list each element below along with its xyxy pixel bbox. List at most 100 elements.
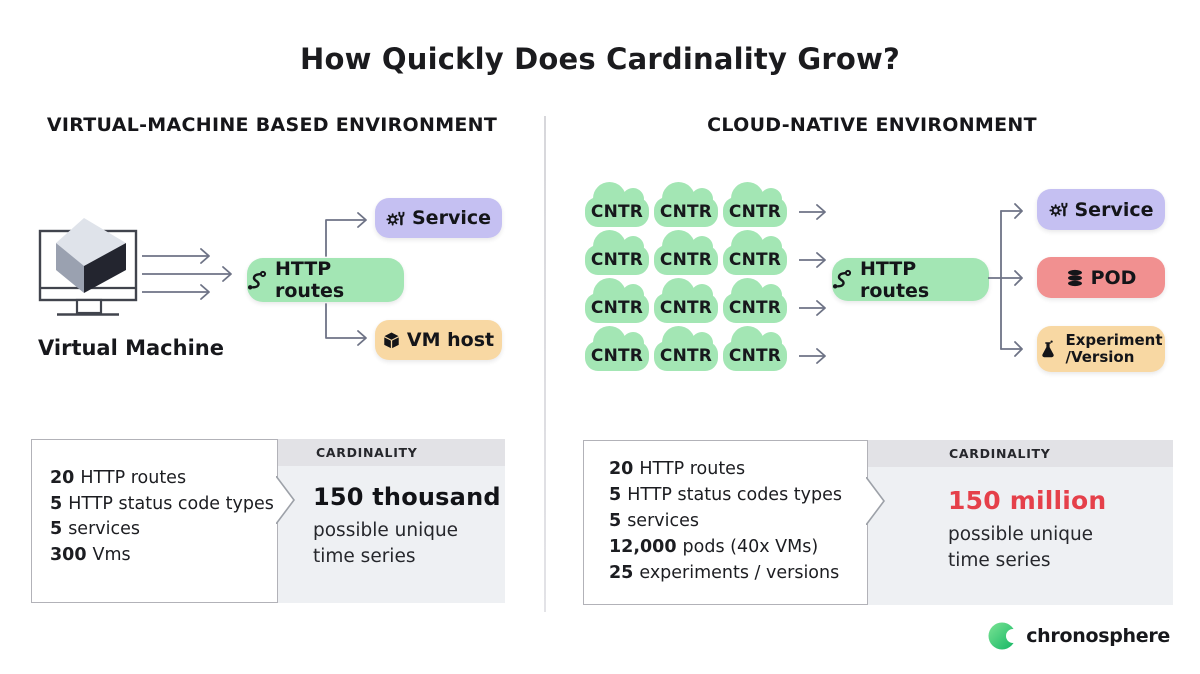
stat-text: HTTP status code types [68,493,274,514]
gear-wrench-icon [386,211,405,226]
pill-pod: POD [1037,257,1165,298]
stat-text: pods (40x VMs) [682,537,819,557]
container-label: CNTR [590,345,644,366]
cardinality-body: 150 thousand possible unique time series [278,466,505,603]
pill-label: VM host [406,329,495,351]
container-cloud: CNTR [723,325,787,371]
container-label: CNTR [590,249,644,270]
experiment-line2: /Version [1065,348,1135,366]
stat-number: 12,000 [609,537,677,557]
chronosphere-logo: chronosphere [988,621,1170,651]
pill-service-left: Service [375,198,502,238]
pill-label: Service [1074,198,1154,221]
container-cloud: CNTR [654,325,718,371]
container-cloud: CNTR [654,277,718,323]
pill-label: Service [412,207,491,229]
pill-vm-host: VM host [375,320,502,360]
arrow-right-icon [799,299,826,316]
pill-experiment-version: Experiment /Version [1037,326,1165,372]
container-cloud: CNTR [585,325,649,371]
container-cloud: CNTR [585,277,649,323]
section-header-cloud: CLOUD-NATIVE ENVIRONMENT [707,114,1037,136]
section-header-vm: VIRTUAL-MACHINE BASED ENVIRONMENT [46,114,498,136]
container-label: CNTR [659,249,713,270]
branch-connectors-left [325,212,367,346]
cardinality-header: CARDINALITY [868,440,1173,467]
flow-arrows-icon [142,248,232,300]
cardinality-value: 150 million [948,486,1107,515]
stat-text: HTTP routes [639,459,746,479]
container-cloud: CNTR [585,181,649,227]
container-label: CNTR [728,249,782,270]
pill-label: HTTP routes [275,258,345,302]
stat-number: 5 [609,511,622,531]
arrow-right-icon [799,251,826,268]
pill-http-routes-right: HTTP routes [832,257,989,302]
container-cloud: CNTR [723,181,787,227]
route-icon [247,270,267,290]
desc-line1: possible unique [313,520,459,541]
container-label: CNTR [659,201,713,222]
stat-number: 5 [50,493,63,514]
container-label: CNTR [590,297,644,318]
container-row-3: CNTR CNTR CNTR [585,277,833,323]
desc-line2: time series [313,546,416,567]
pill-service-right: Service [1037,189,1165,230]
route-icon [832,269,852,289]
desc-line2: time series [948,550,1051,571]
experiment-line1: Experiment [1065,331,1163,350]
desc-line1: possible unique [948,524,1094,545]
logo-text: chronosphere [1026,625,1170,647]
pointer-chevron-left [276,476,295,524]
section-divider [544,116,546,612]
cardinality-value: 150 thousand [313,483,501,511]
cardinality-header: CARDINALITY [278,439,505,466]
cardinality-body: 150 million possible unique time series [868,467,1173,605]
pill-label: HTTP routes [860,257,930,302]
page-title: How Quickly Does Cardinality Grow? [299,42,900,76]
chronosphere-mark-icon [988,622,1019,650]
stat-text: experiments / versions [639,563,840,583]
container-row-4: CNTR CNTR CNTR [585,325,833,371]
stat-number: 20 [50,468,75,488]
container-label: CNTR [728,345,782,366]
database-icon [1067,269,1082,286]
pill-http-routes-left: HTTP routes [247,258,404,302]
stat-text: HTTP routes [80,468,187,488]
pill-label: POD [1090,266,1137,289]
stat-text: Vms [92,544,131,565]
stat-number: 20 [609,459,634,479]
container-label: CNTR [659,297,713,318]
arrow-right-icon [799,203,826,220]
cardinality-desc: possible unique time series [948,522,1173,574]
container-row-2: CNTR CNTR CNTR [585,229,833,275]
cardinality-desc: possible unique time series [313,518,505,570]
arrow-right-icon [799,347,826,364]
flask-icon [1042,340,1055,357]
virtual-machine-label: Virtual Machine [38,336,224,360]
stat-number: 5 [50,519,63,539]
container-label: CNTR [590,201,644,222]
stat-text: HTTP status codes types [627,485,842,505]
gear-wrench-icon [1048,202,1067,217]
virtual-machine-icon [38,218,138,316]
pill-label: Experiment /Version [1065,332,1162,366]
container-cloud: CNTR [654,229,718,275]
stat-text: services [68,519,140,539]
container-label: CNTR [728,297,782,318]
cardinality-panel-cloud: CARDINALITY 150 million possible unique … [868,440,1173,605]
container-cloud: CNTR [654,181,718,227]
stat-number: 5 [609,485,622,505]
pointer-chevron-right [866,477,885,525]
